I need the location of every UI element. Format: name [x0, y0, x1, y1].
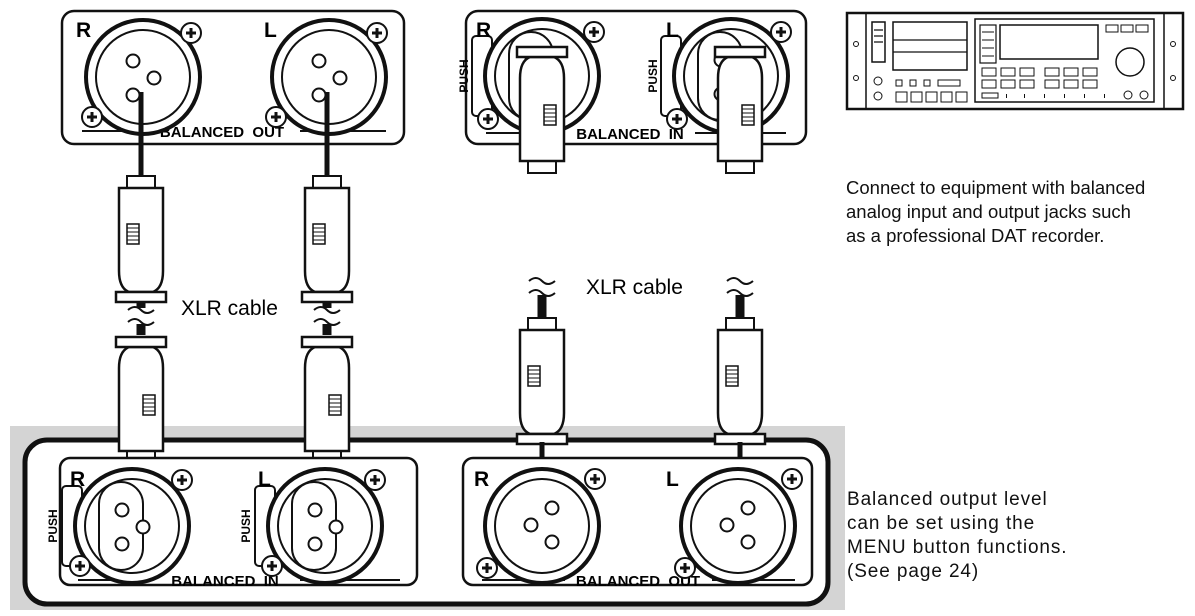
caption-line: Connect to equipment with balanced [846, 177, 1146, 198]
channel-label-l: L [264, 19, 277, 42]
push-label: PUSH [457, 59, 471, 92]
cable-label: XLR cable [586, 276, 683, 299]
channel-label-l: L [666, 19, 679, 42]
caption-line: can be set using the [847, 513, 1036, 534]
channel-label-r: R [476, 19, 491, 42]
channel-label-l: L [666, 468, 679, 491]
caption-equipment: Connect to equipment with balanced analo… [846, 176, 1191, 248]
channel-label-r: R [76, 19, 91, 42]
caption-output-level: Balanced output level can be set using t… [847, 488, 1117, 584]
caption-line: analog input and output jacks such [846, 201, 1131, 222]
channel-label-r: R [474, 468, 489, 491]
cable-right-l [713, 45, 767, 510]
xlr-jack-l: PUSH [646, 17, 793, 135]
bottom-left-panel: BALANCED IN PUSH PUSH R L [46, 456, 419, 590]
channel-label-l: L [258, 468, 271, 491]
cable-label: XLR cable [181, 297, 278, 320]
panel-title: BALANCED IN [576, 126, 684, 143]
panel-title: BALANCED OUT [160, 124, 284, 141]
push-label: PUSH [46, 509, 60, 542]
xlr-jack-r: PUSH [46, 467, 194, 585]
xlr-jack-r: PUSH [457, 17, 606, 135]
panel-title: BALANCED IN [171, 573, 279, 590]
channel-label-r: R [70, 468, 85, 491]
cable-right-r [515, 45, 569, 510]
bottom-right-panel: BALANCED OUT R L [461, 456, 814, 590]
dat-recorder-illustration [845, 11, 1185, 111]
xlr-jack-l: PUSH [239, 467, 387, 585]
panel-title: BALANCED OUT [576, 573, 700, 590]
caption-line: Balanced output level [847, 489, 1048, 510]
caption-line: MENU button functions. [847, 537, 1068, 558]
push-label: PUSH [646, 59, 660, 92]
caption-line: as a professional DAT recorder. [846, 225, 1105, 246]
caption-line: (See page 24) [847, 561, 980, 582]
push-label: PUSH [239, 509, 253, 542]
top-left-panel: BALANCED OUT R L [60, 9, 406, 146]
